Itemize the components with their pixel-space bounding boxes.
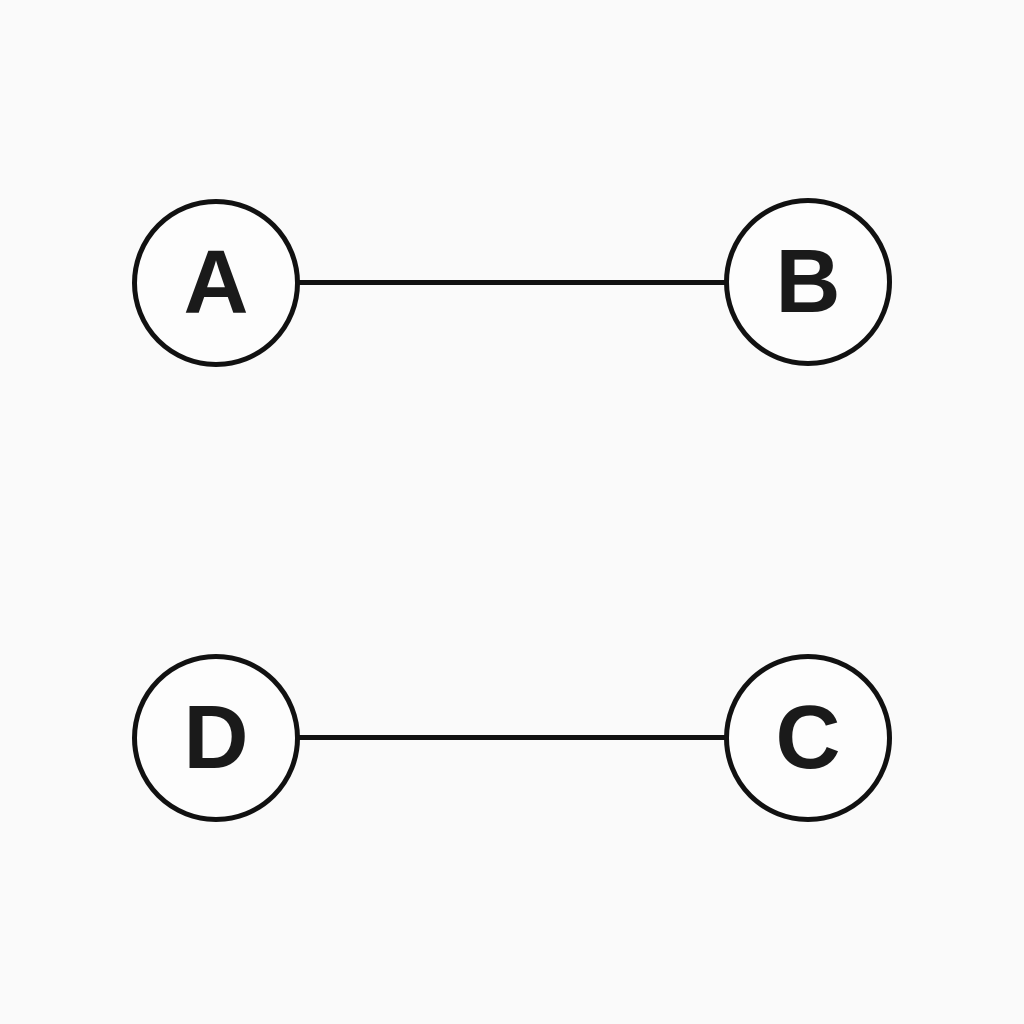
node-a: A (132, 199, 300, 367)
edge-a-b (296, 280, 728, 285)
node-b: B (724, 198, 892, 366)
node-b-label: B (775, 232, 841, 332)
node-c-label: C (775, 688, 841, 788)
node-d-label: D (183, 688, 249, 788)
edge-d-c (296, 735, 728, 740)
node-a-label: A (183, 233, 249, 333)
node-c: C (724, 654, 892, 822)
node-d: D (132, 654, 300, 822)
